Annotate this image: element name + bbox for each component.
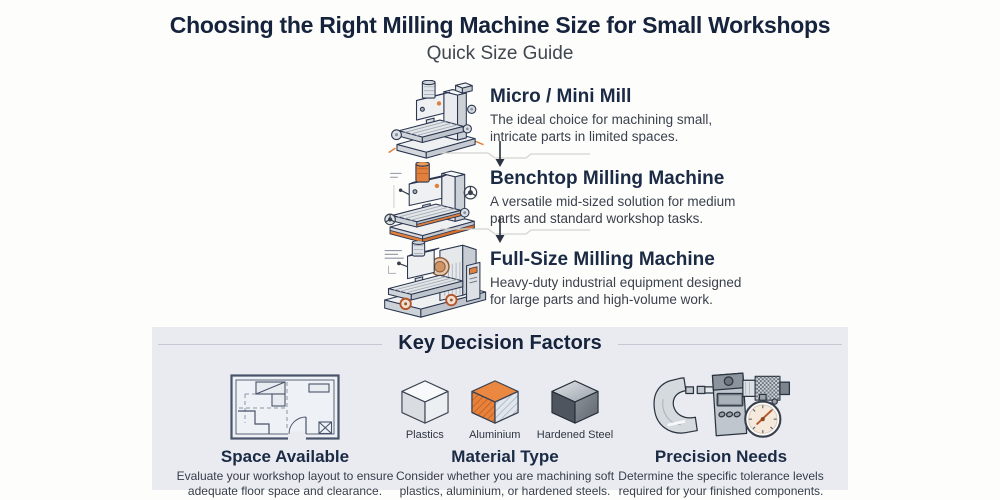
machine-block-full-size: Full-Size Milling Machine Heavy-duty ind…: [490, 249, 780, 308]
down-arrow-icon: [430, 216, 600, 244]
machine-block-micro: Micro / Mini Mill The ideal choice for m…: [490, 86, 780, 145]
page-title: Choosing the Right Milling Machine Size …: [169, 12, 831, 38]
factor-title: Space Available: [220, 447, 350, 466]
machine-name: Micro / Mini Mill: [490, 86, 632, 107]
header: Choosing the Right Milling Machine Size …: [0, 12, 1000, 65]
machine-description: A versatile mid-sized solution for mediu…: [490, 194, 736, 226]
hardened-steel-cube-icon: [551, 380, 599, 424]
factor-description: Determine the specific tolerance levels …: [618, 469, 824, 498]
micrometer-icon: [647, 365, 795, 441]
decision-factors-heading-row: Key Decision Factors: [152, 332, 848, 355]
material-label: Plastics: [405, 429, 444, 441]
machine-description: The ideal choice for machining small, in…: [490, 112, 713, 144]
factor-title: Precision Needs: [654, 447, 788, 466]
material-label: Aluminium: [469, 429, 521, 441]
factor-precision-needs: Precision Needs Determine the specific t…: [596, 365, 846, 499]
machine-description: Heavy-duty industrial equipment designed…: [490, 275, 742, 307]
full-size-mill-icon: [379, 240, 497, 326]
stopwatch-icon: [744, 393, 782, 438]
aluminium-cube-icon: [471, 380, 519, 424]
down-arrow-icon: [430, 140, 600, 168]
factor-description: Evaluate your workshop layout to ensure …: [176, 469, 394, 498]
factor-material-type: Plastics Aluminium: [380, 365, 630, 499]
aluminium-cube: Aluminium: [467, 378, 523, 441]
machine-name: Benchtop Milling Machine: [490, 168, 725, 189]
factor-space-available: Space Available Evaluate your workshop l…: [160, 365, 410, 499]
material-label: Hardened Steel: [536, 429, 614, 441]
factor-title: Material Type: [451, 447, 559, 466]
key-decision-panel: Key Decision Factors: [152, 327, 848, 498]
machine-block-benchtop: Benchtop Milling Machine A versatile mid…: [490, 168, 780, 227]
decision-factors-heading: Key Decision Factors: [382, 332, 618, 355]
plastics-cube: Plastics: [397, 378, 453, 441]
factor-description: Consider whether you are machining soft …: [395, 469, 615, 498]
machine-name: Full-Size Milling Machine: [490, 249, 715, 270]
benchtop-mill-icon: [383, 161, 489, 255]
floor-plan-icon: [229, 365, 341, 441]
micro-mill-icon: [388, 79, 488, 169]
material-cubes-icon: Plastics Aluminium: [397, 365, 613, 441]
page-subtitle: Quick Size Guide: [426, 43, 574, 64]
hardened-steel-cube: Hardened Steel: [537, 378, 613, 441]
plastics-cube-icon: [401, 380, 449, 424]
